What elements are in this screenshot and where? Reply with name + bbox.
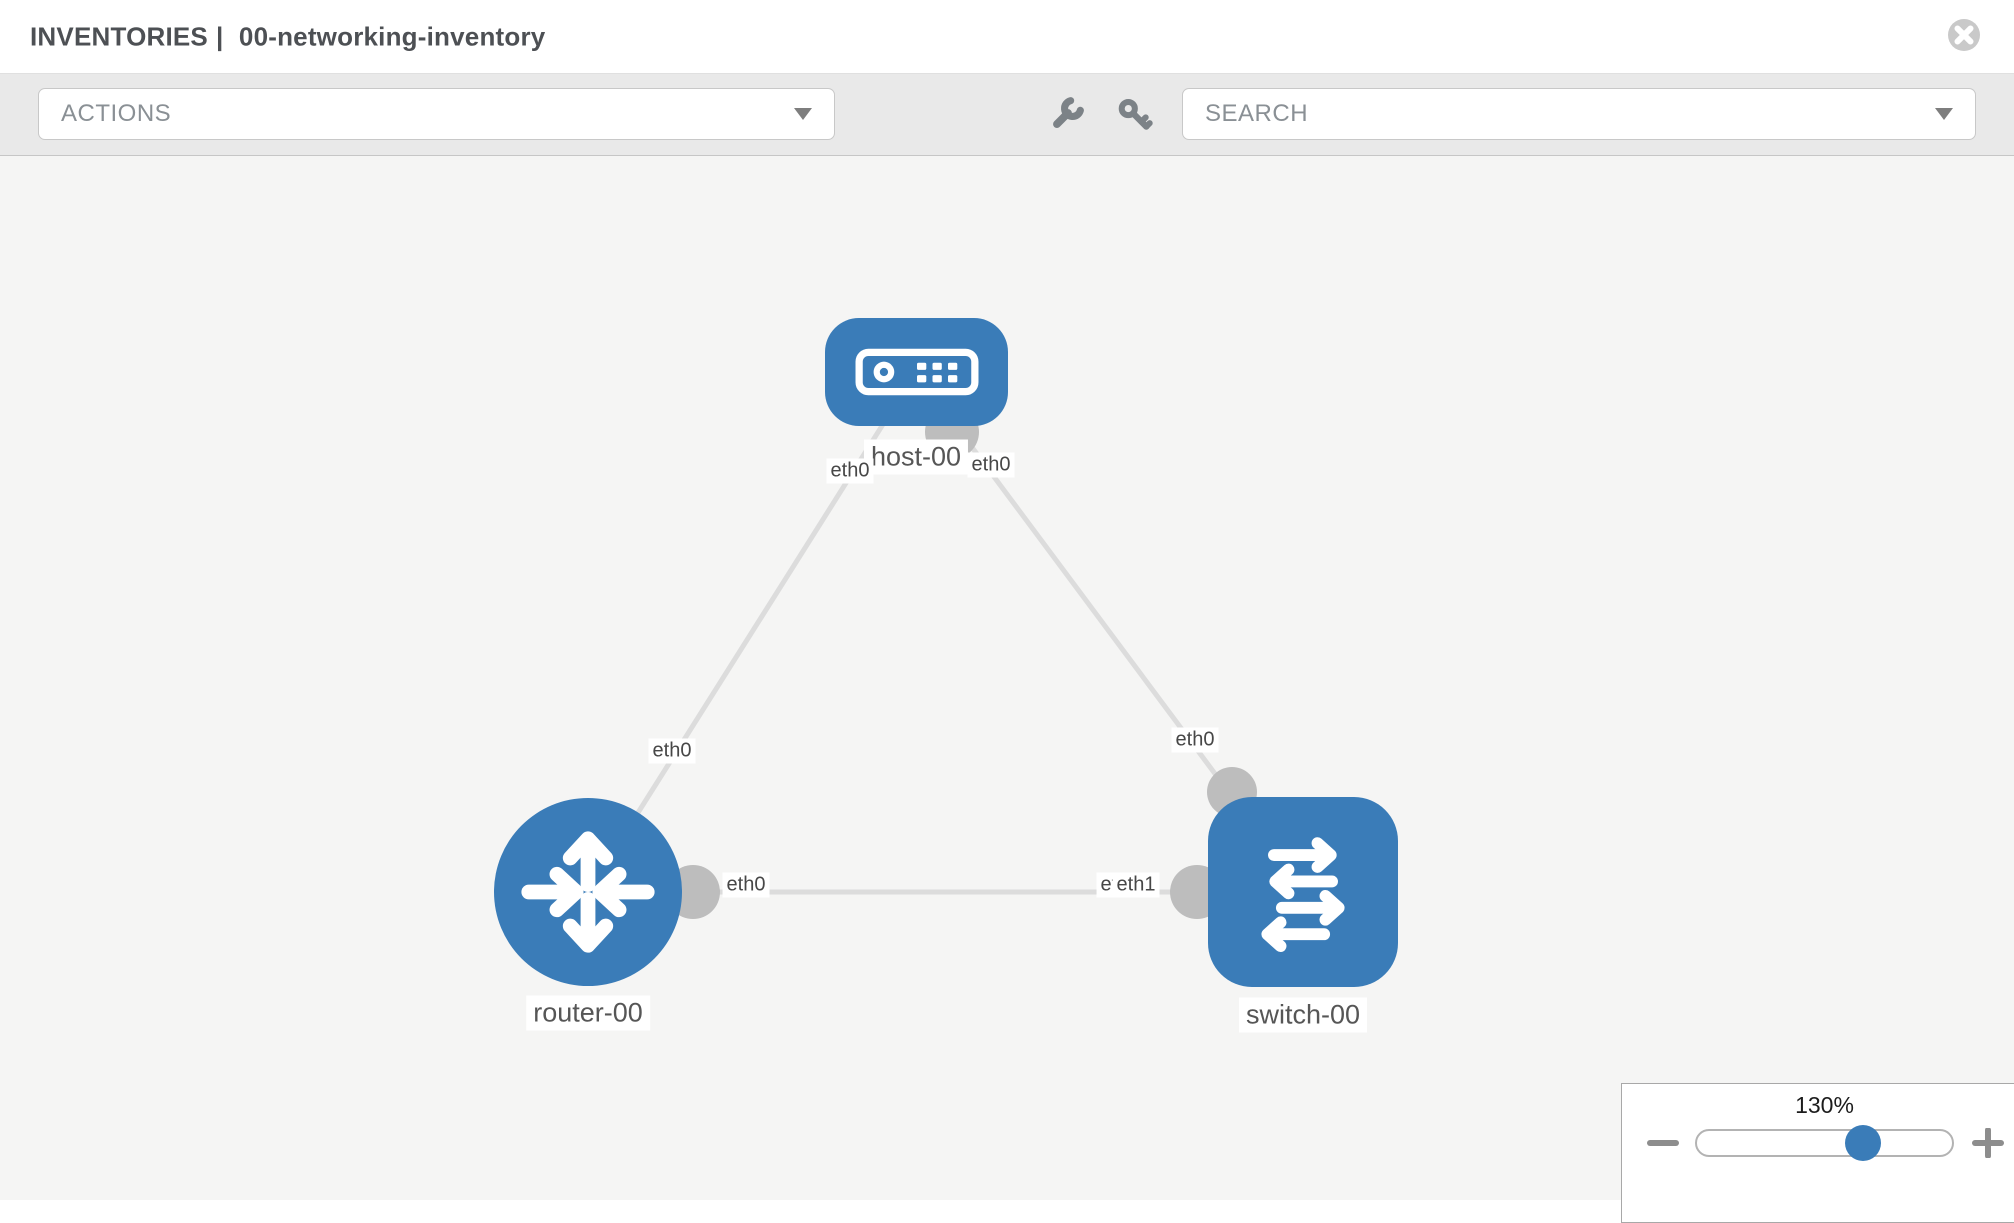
zoom-value: 130% — [1795, 1092, 1854, 1118]
links-layer — [585, 370, 1306, 919]
close-icon — [1948, 19, 1980, 51]
node-label-switch: switch-00 — [1238, 997, 1368, 1033]
actions-dropdown[interactable]: ACTIONS — [38, 88, 835, 140]
iface-label-router-to-host: eth0 — [648, 738, 696, 764]
node-label-host: host-00 — [863, 439, 969, 475]
zoom-in-button[interactable] — [1972, 1127, 2004, 1159]
search-dropdown[interactable]: SEARCH — [1182, 88, 1976, 140]
zoom-slider-track[interactable] — [1695, 1129, 1954, 1157]
key-icon — [1118, 99, 1153, 130]
router-icon — [521, 831, 655, 953]
iface-label-router-to-switch: eth0 — [722, 872, 770, 898]
search-dropdown-label: SEARCH — [1205, 100, 1309, 127]
credentials-button[interactable] — [1114, 95, 1154, 135]
chevron-down-icon — [794, 108, 812, 120]
plus-icon — [1972, 1127, 2004, 1159]
zoom-slider-handle[interactable] — [1845, 1125, 1881, 1161]
node-label-router: router-00 — [526, 995, 650, 1031]
wrench-icon — [1053, 97, 1084, 128]
page-header: INVENTORIES| 00-networking-inventory — [0, 0, 2014, 74]
iface-label-host-to-switch: eth0 — [967, 452, 1015, 478]
breadcrumb-separator: | — [215, 21, 224, 51]
minus-icon — [1647, 1140, 1679, 1146]
zoom-panel: 130% — [1621, 1083, 2014, 1223]
topology-canvas[interactable]: host-00 router-00 switch-00 eth0 eth0 et… — [0, 156, 2014, 1200]
zoom-out-button[interactable] — [1647, 1128, 1679, 1158]
switch-icon — [1261, 837, 1345, 953]
node-switch-00[interactable] — [1208, 797, 1398, 987]
node-host-00[interactable] — [825, 318, 1008, 426]
chevron-down-icon — [1935, 108, 1953, 120]
breadcrumb-section: INVENTORIES — [30, 21, 208, 51]
iface-label-switch-to-router: eth1 — [1112, 872, 1160, 898]
inventory-name: 00-networking-inventory — [238, 21, 546, 51]
actions-dropdown-label: ACTIONS — [61, 100, 172, 127]
iface-label-switch-to-host: eth0 — [1171, 727, 1219, 753]
toolbar: ACTIONS SEARCH — [0, 74, 2014, 156]
node-router-00[interactable] — [494, 798, 682, 986]
iface-label-host-to-router: eth0 — [826, 458, 874, 484]
page-title: INVENTORIES| 00-networking-inventory — [30, 21, 553, 52]
close-button[interactable] — [1946, 17, 1982, 53]
host-icon — [855, 348, 978, 396]
configure-tools-button[interactable] — [1046, 95, 1086, 135]
